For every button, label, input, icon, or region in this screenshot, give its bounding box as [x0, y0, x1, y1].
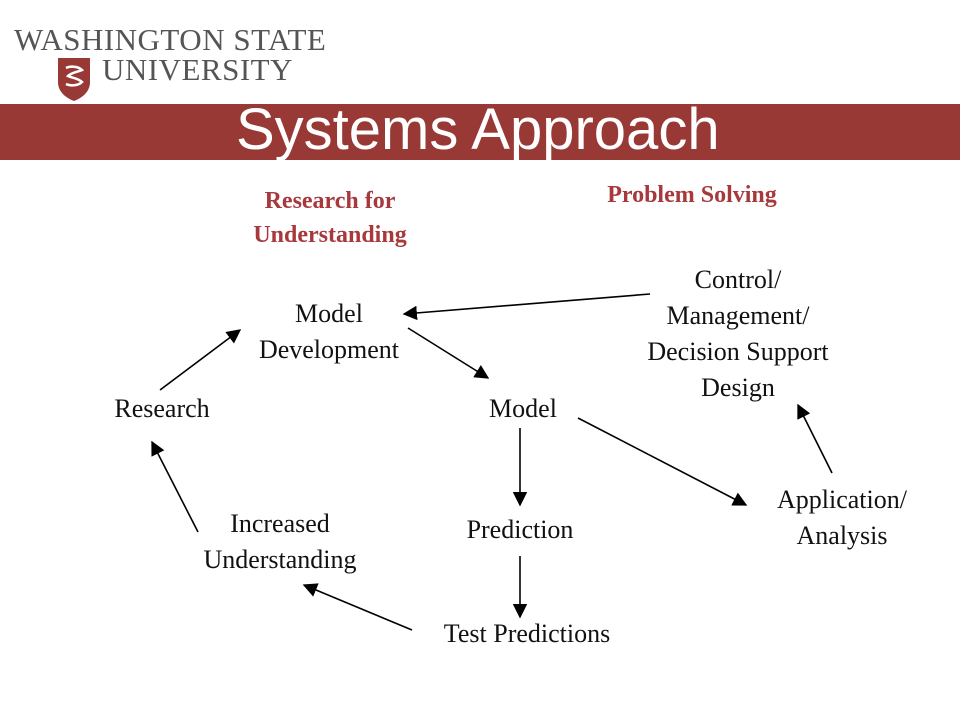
node-prediction: Prediction [466, 515, 574, 544]
node-test-predictions: Test Predictions [443, 619, 611, 648]
node-increased-understanding: Increased Understanding [203, 509, 357, 574]
logo-text-line2: UNIVERSITY [102, 52, 293, 87]
slide-title: Systems Approach [236, 97, 720, 162]
node-application-analysis: Application/ Analysis [777, 485, 907, 550]
arrow-test-predictions-to-increased-understanding [302, 583, 413, 631]
arrow-model-development-to-model [407, 327, 490, 379]
arrow-model-to-application [577, 417, 748, 506]
arrow-application-to-control [797, 403, 833, 474]
arrow-increased-understanding-to-research [151, 440, 199, 533]
node-control-management-design: Control/ Management/ Decision Support De… [647, 265, 829, 402]
node-research: Research [114, 394, 210, 423]
node-model-development: Model Development [258, 299, 400, 364]
title-band [0, 104, 960, 160]
wsu-logo: WASHINGTON STATE UNIVERSITY [14, 22, 326, 104]
wsu-shield-icon [58, 58, 90, 101]
arrow-control-to-model-development [402, 293, 651, 321]
logo-text-line1: WASHINGTON STATE [14, 22, 327, 57]
arrow-research-to-model-development [159, 329, 242, 391]
heading-problem-solving: Problem Solving [607, 182, 777, 208]
node-model: Model [489, 394, 557, 423]
heading-research-for-understanding: Research for Understanding [253, 188, 407, 248]
